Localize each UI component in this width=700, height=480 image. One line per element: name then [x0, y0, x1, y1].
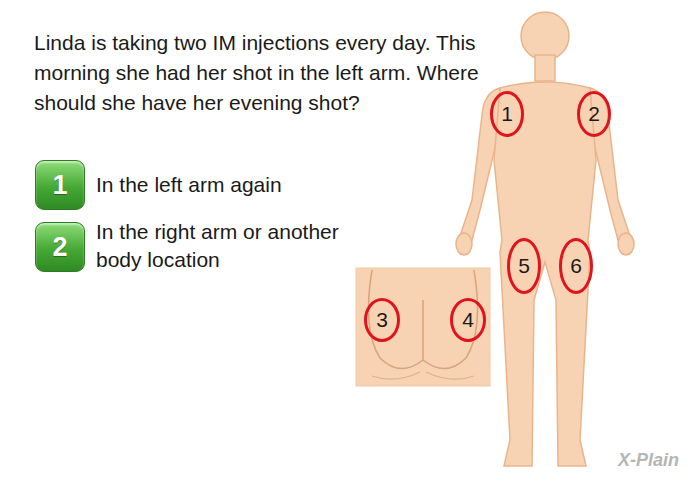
site-ring-outline: [509, 240, 540, 293]
injection-site-marker: 4: [450, 298, 486, 342]
number-label: 4: [462, 308, 474, 332]
question-text: Linda is taking two IM injections every …: [34, 28, 494, 118]
watermark: X-Plain: [618, 446, 698, 474]
site-ring-outline: [452, 300, 485, 341]
number-label: 1: [52, 170, 67, 201]
number-label: 2: [588, 102, 600, 126]
site-ring-outline: [492, 93, 523, 136]
injection-site-marker: 1: [490, 91, 524, 137]
number-label: 1: [501, 102, 513, 126]
site-ring-outline: [561, 240, 592, 293]
buttocks-inset: [356, 268, 490, 386]
answer-text: In the right arm or another body locatio…: [96, 218, 358, 274]
answer-text: In the left arm again: [96, 171, 346, 199]
human-figure: [456, 12, 634, 466]
site-ring-outline: [366, 300, 399, 341]
number-label: 6: [570, 254, 582, 278]
site-ring-outline: [579, 93, 610, 136]
number-label: 5: [518, 254, 530, 278]
answer-badge: 1: [35, 160, 85, 210]
number-label: 3: [376, 308, 388, 332]
answer-badge: 2: [35, 222, 85, 272]
injection-site-marker: 5: [507, 238, 541, 294]
injection-site-marker: 2: [577, 91, 611, 137]
injection-site-marker: 3: [364, 298, 400, 342]
injection-site-marker: 6: [559, 238, 593, 294]
number-label: 2: [52, 232, 67, 263]
